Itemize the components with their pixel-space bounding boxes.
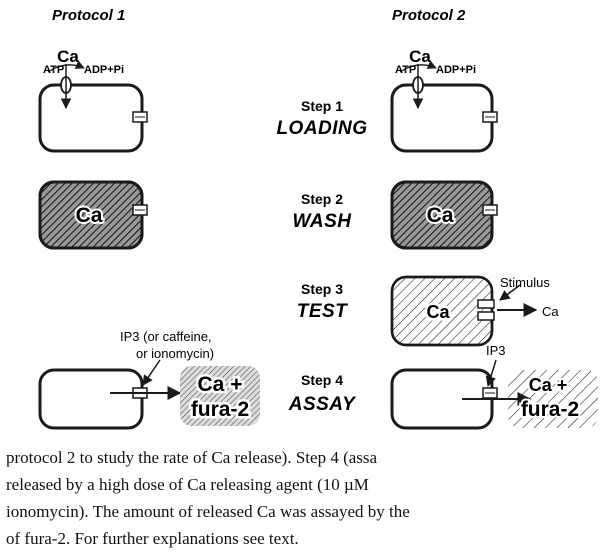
step-2-number: Step 2 — [301, 191, 343, 207]
p1-wash-ca-label: Ca — [76, 204, 103, 227]
caption-line-2: released by a high dose of Ca releasing … — [6, 475, 369, 494]
p1-atp-label: ATP — [43, 64, 64, 76]
p2-test-ca-label: Ca — [426, 302, 450, 322]
p2-stimulus-label: Stimulus — [500, 275, 550, 290]
step-3-name: TEST — [297, 301, 348, 322]
p2-assay-fura-halo: fura-2 — [521, 398, 579, 421]
p2-assay-ca-label: Ca + — [529, 375, 568, 395]
protocol-1-header: Protocol 1 — [52, 7, 125, 24]
p2-test-cell: Ca Ca Stimulus Ca — [390, 275, 559, 347]
step-4-label: Step 4 ASSAY — [288, 372, 357, 415]
p1-assay-ca-label: Ca + — [198, 373, 243, 396]
p1-ip3-line2: or ionomycin) — [136, 346, 214, 361]
p1-assay-fura-label: fura-2 — [191, 398, 249, 421]
p2-test-ca-halo: Ca — [426, 302, 450, 322]
p2-wash-cell: Ca Ca — [390, 180, 498, 250]
figure-caption: protocol 2 to study the rate of Ca relea… — [6, 444, 601, 552]
step-2-label: Step 2 WASH — [293, 191, 353, 232]
caption-line-4: of fura-2. For further explanations see … — [6, 529, 299, 548]
p1-adp-label: ADP+Pi — [84, 64, 124, 76]
p2-wash-ca-label: Ca — [427, 204, 454, 227]
p2-wash-ca-halo: Ca — [427, 204, 454, 227]
step-3-number: Step 3 — [301, 281, 343, 297]
p1-loading-cell: ATP Ca ADP+Pi — [38, 47, 148, 153]
p2-assay-cell: IP3 Ca + Ca + fura-2 fura-2 — [390, 343, 598, 430]
p1-wash-cell: Ca Ca — [38, 180, 148, 250]
step-3-label: Step 3 TEST — [297, 281, 348, 322]
p1-assay-cell: Ca + Ca + fura-2 fura-2 IP3 (or caffeine… — [38, 329, 260, 430]
p2-assay-ca-halo: Ca + — [529, 375, 568, 395]
p1-ip3-line1: IP3 (or caffeine, — [120, 329, 212, 344]
step-1-label: Step 1 LOADING — [276, 98, 367, 139]
caption-line-3: ionomycin). The amount of released Ca wa… — [6, 502, 410, 521]
p2-ip3-label: IP3 — [486, 343, 506, 358]
step-4-name: ASSAY — [288, 394, 357, 415]
p2-atp-label: ATP — [395, 64, 416, 76]
p1-assay-ca-halo: Ca + — [198, 373, 243, 396]
protocol-diagram: Protocol 1 Protocol 2 Step 1 LOADING Ste… — [38, 7, 598, 430]
p2-assay-fura-label: fura-2 — [521, 398, 579, 421]
p2-loading-cell: ATP Ca ADP+Pi — [390, 47, 498, 153]
p2-adp-label: ADP+Pi — [436, 64, 476, 76]
step-1-number: Step 1 — [301, 98, 343, 114]
caption-line-1: protocol 2 to study the rate of Ca relea… — [6, 448, 378, 467]
step-2-name: WASH — [293, 211, 353, 232]
p2-ca-label: Ca — [409, 47, 431, 66]
p2-released-ca-label: Ca — [542, 304, 559, 319]
step-1-name: LOADING — [276, 118, 367, 139]
step-4-number: Step 4 — [301, 372, 343, 388]
p1-assay-fura-halo: fura-2 — [191, 398, 249, 421]
protocol-2-header: Protocol 2 — [392, 7, 466, 24]
p1-wash-ca-halo: Ca — [76, 204, 103, 227]
p1-ca-label: Ca — [57, 47, 79, 66]
